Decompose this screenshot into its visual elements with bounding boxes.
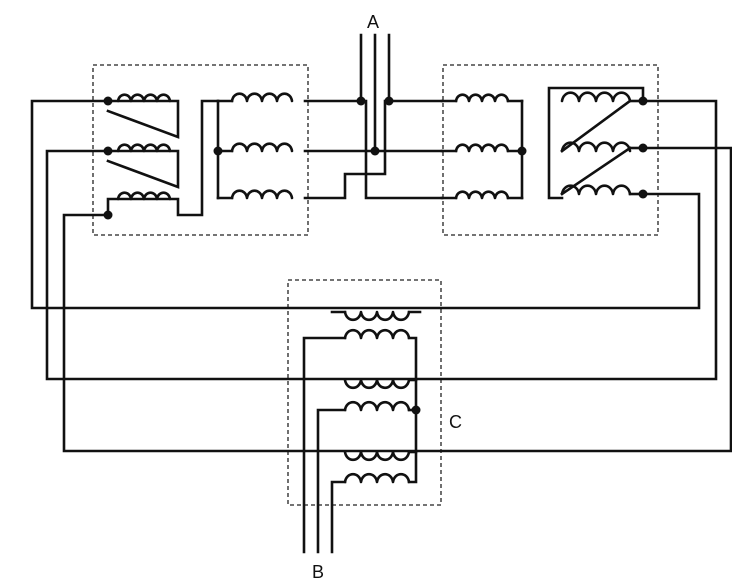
dot-right-2 bbox=[638, 96, 648, 106]
dot-left-1 bbox=[103, 96, 113, 106]
bottom-transformer-wiring bbox=[302, 336, 418, 554]
right-coil-6 bbox=[560, 184, 632, 196]
left-transformer-box bbox=[92, 64, 309, 236]
dot-a-2 bbox=[384, 96, 394, 106]
right-coil-3 bbox=[454, 190, 510, 200]
bottom-coil-4 bbox=[343, 450, 411, 462]
right-transformer-box bbox=[442, 64, 659, 236]
label-a: A bbox=[367, 12, 379, 32]
label-b: B bbox=[312, 562, 324, 582]
feeder-a bbox=[303, 33, 444, 200]
dot-left-3 bbox=[103, 210, 113, 220]
right-transformer-wiring bbox=[440, 86, 645, 200]
outer-connections bbox=[30, 99, 732, 453]
dot-left-2 bbox=[103, 146, 113, 156]
right-coil-5 bbox=[560, 141, 632, 153]
bottom-coil-top bbox=[343, 310, 411, 322]
left-coil-4 bbox=[230, 92, 294, 103]
dot-left-4 bbox=[213, 146, 223, 156]
right-coil-2 bbox=[454, 143, 510, 153]
dot-right-4 bbox=[638, 189, 648, 199]
left-transformer-wiring bbox=[106, 99, 234, 217]
coil-group bbox=[116, 91, 632, 484]
label-c: C bbox=[449, 412, 462, 432]
dot-right-1 bbox=[517, 146, 527, 156]
bottom-transformer-box bbox=[287, 279, 442, 506]
dot-a-3 bbox=[370, 146, 380, 156]
bottom-coil-1 bbox=[343, 328, 411, 340]
dot-a-1 bbox=[356, 96, 366, 106]
junction-dots bbox=[103, 96, 648, 415]
left-coil-5 bbox=[230, 142, 294, 153]
right-coil-4 bbox=[560, 91, 632, 103]
dot-right-3 bbox=[638, 143, 648, 153]
bottom-coil-3 bbox=[343, 400, 411, 412]
right-coil-1 bbox=[454, 93, 510, 103]
dot-c bbox=[411, 405, 421, 415]
left-coil-6 bbox=[230, 189, 294, 200]
bottom-coil-2 bbox=[343, 378, 411, 390]
bottom-coil-5 bbox=[343, 472, 411, 484]
